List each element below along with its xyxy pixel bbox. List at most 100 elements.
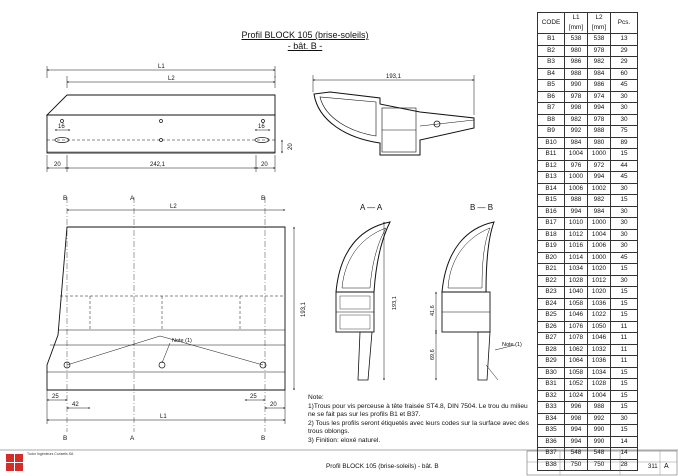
cell-l1: 750: [564, 458, 588, 471]
logo-square-2: [15, 454, 23, 462]
cell-l1: 994: [564, 435, 588, 448]
cell-pcs: 15: [610, 401, 638, 414]
cell-code: B37: [537, 447, 565, 460]
note-line-1: 1)Trous pour vis perceuse à tête fraisée…: [308, 402, 528, 419]
cell-l1: 1000: [564, 171, 588, 184]
logo-square-3: [6, 463, 14, 471]
cell-l1: 1078: [564, 332, 588, 345]
section-b-top-right: B: [261, 195, 265, 202]
cell-pcs: 30: [610, 90, 638, 103]
cell-pcs: 15: [610, 148, 638, 161]
cell-l1: 1062: [564, 343, 588, 356]
cell-l1: 984: [564, 136, 588, 149]
dim-193-aa: 193,1: [392, 296, 398, 310]
dim-16-left: 16: [58, 124, 65, 130]
cell-l2: 750: [587, 458, 611, 471]
cell-pcs: 30: [610, 274, 638, 287]
cell-code: B24: [537, 297, 565, 310]
cell-l2: 1036: [587, 355, 611, 368]
cell-pcs: 45: [610, 79, 638, 92]
cell-pcs: 29: [610, 56, 638, 69]
cell-l2: 980: [587, 136, 611, 149]
cell-code: B31: [537, 378, 565, 391]
dim-25-right: 25: [250, 394, 257, 400]
cell-code: B35: [537, 424, 565, 437]
dim-41-bb: 41,6: [430, 305, 436, 316]
cell-l2: 986: [587, 79, 611, 92]
cell-code: B29: [537, 355, 565, 368]
cell-l1: 992: [564, 125, 588, 138]
cell-pcs: 30: [610, 113, 638, 126]
cell-l1: 998: [564, 412, 588, 425]
dim-242: 242,1: [150, 162, 166, 168]
note-1-front: Note (1): [172, 338, 192, 344]
cell-code: B21: [537, 263, 565, 276]
dim-193-front: 193,1: [301, 301, 307, 317]
cell-pcs: 11: [610, 320, 638, 333]
cell-code: B13: [537, 171, 565, 184]
cell-pcs: 29: [610, 44, 638, 57]
cell-pcs: 15: [610, 309, 638, 322]
cell-code: B38: [537, 458, 565, 471]
cell-pcs: 15: [610, 286, 638, 299]
dim-l2-front: L2: [170, 204, 177, 210]
logo-square-1: [6, 454, 14, 462]
cell-l2: 1020: [587, 263, 611, 276]
footer-drawing-title: Profil BLOCK 105 (brise-soleils) - bât. …: [326, 463, 439, 470]
cell-code: B19: [537, 240, 565, 253]
cell-l2: 1020: [587, 286, 611, 299]
cell-l1: 978: [564, 90, 588, 103]
cell-l2: 1006: [587, 240, 611, 253]
cell-l1: 1058: [564, 366, 588, 379]
notes-heading: Note:: [308, 394, 324, 401]
cell-pcs: 89: [610, 136, 638, 149]
section-a-top: A: [130, 195, 135, 202]
cell-pcs: 30: [610, 240, 638, 253]
cell-pcs: 15: [610, 389, 638, 402]
cell-l2: 984: [587, 67, 611, 80]
note-line-2: 2) Tous les profils seront étiquetés ave…: [308, 419, 529, 436]
cell-l1: 1076: [564, 320, 588, 333]
cell-l1: 994: [564, 424, 588, 437]
cell-pcs: 13: [610, 33, 638, 46]
dim-20-side: 20: [288, 143, 294, 150]
cell-pcs: 60: [610, 67, 638, 80]
cell-pcs: 15: [610, 297, 638, 310]
cell-code: B16: [537, 205, 565, 218]
cell-code: B6: [537, 90, 565, 103]
cell-code: B32: [537, 389, 565, 402]
profile-section: [312, 75, 475, 156]
cell-l2: 1000: [587, 148, 611, 161]
col-header-pcs: Pcs.: [610, 12, 638, 34]
cell-code: B27: [537, 332, 565, 345]
cell-l2: 978: [587, 44, 611, 57]
cell-code: B7: [537, 102, 565, 115]
cell-l1: 998: [564, 102, 588, 115]
cell-pcs: 11: [610, 343, 638, 356]
cell-l2: 982: [587, 56, 611, 69]
cell-l2: 990: [587, 424, 611, 437]
sheet-number: 311: [648, 464, 658, 470]
section-a-bottom: A: [130, 435, 135, 442]
